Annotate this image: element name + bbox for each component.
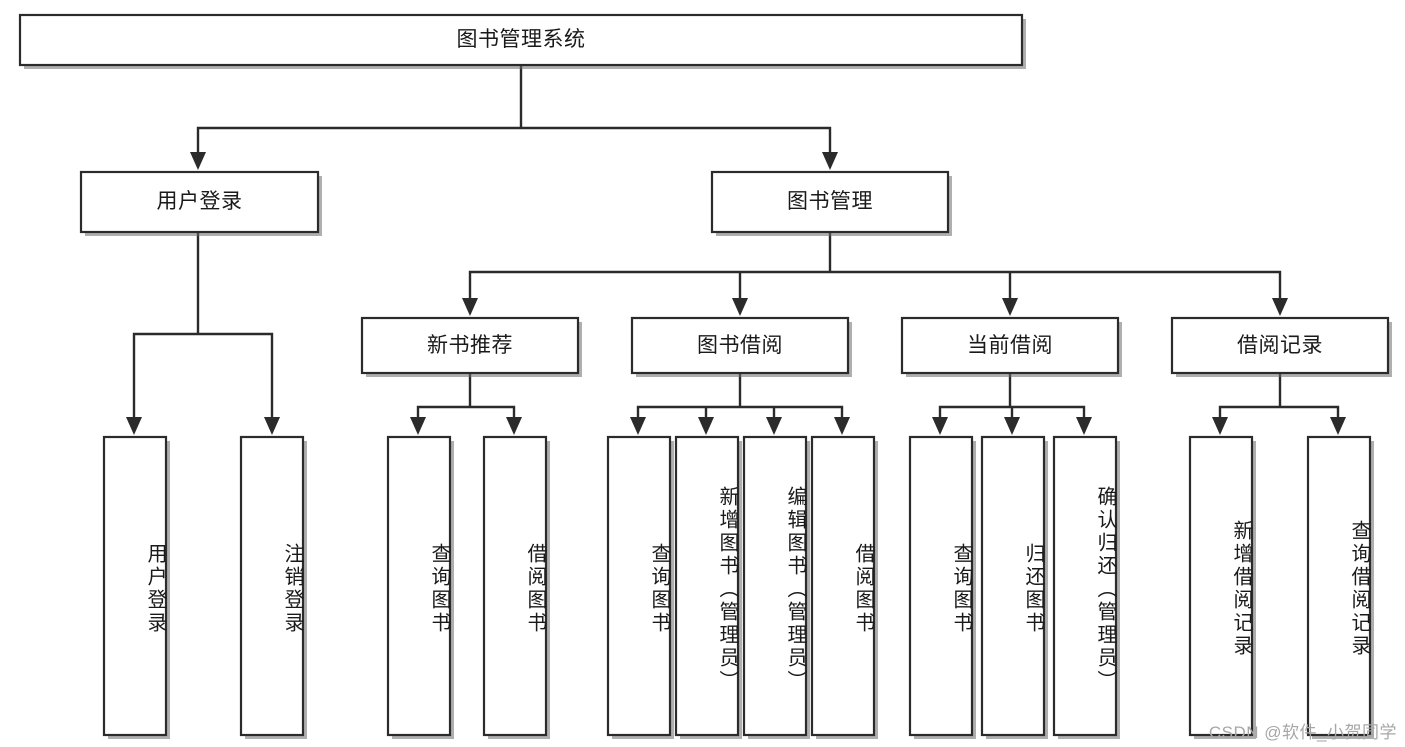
connector-arrow-icon — [1004, 417, 1020, 435]
connector-current-borrow-to-leaves — [938, 371, 1086, 420]
node-leaf-10[interactable] — [1052, 435, 1118, 737]
connector-arrow-icon — [462, 298, 478, 316]
connector-arrow-icon — [126, 417, 142, 435]
connector-arrow-icon — [630, 417, 646, 435]
connector-arrow-icon — [698, 417, 714, 435]
connector-arrow-icon — [1330, 417, 1346, 435]
connector-arrow-icon — [932, 417, 948, 435]
node-root[interactable] — [18, 13, 1024, 67]
node-leaf-3[interactable] — [482, 435, 548, 737]
node-level2-0[interactable] — [79, 170, 320, 234]
node-leaf-8[interactable] — [908, 435, 974, 737]
connector-arrow-icon — [410, 417, 426, 435]
connector-arrow-icon — [264, 417, 280, 435]
node-level2-1[interactable] — [710, 170, 950, 234]
connector-arrow-icon — [766, 417, 782, 435]
node-leaf-12[interactable] — [1306, 435, 1372, 737]
connector-book-management-to-level3 — [468, 230, 1282, 301]
node-leaf-7[interactable] — [810, 435, 876, 737]
csdn-watermark: CSDN @软件_小贺同学 — [1208, 723, 1397, 742]
boxes-layer — [18, 13, 1392, 739]
connector-arrow-icon — [1212, 417, 1228, 435]
node-level3-0[interactable] — [360, 316, 580, 375]
node-leaf-5[interactable] — [674, 435, 740, 737]
node-leaf-4[interactable] — [606, 435, 672, 737]
connector-arrow-icon — [822, 152, 838, 170]
connector-arrow-icon — [190, 152, 206, 170]
node-level3-3[interactable] — [1170, 316, 1390, 375]
node-leaf-6[interactable] — [742, 435, 808, 737]
node-leaf-2[interactable] — [386, 435, 452, 737]
connector-user-login-to-leaves — [132, 230, 274, 420]
connector-arrow-icon — [506, 417, 522, 435]
connector-new-book-to-leaves — [416, 371, 516, 420]
connectors-layer — [126, 63, 1346, 435]
connector-arrow-icon — [1002, 298, 1018, 316]
connector-arrow-icon — [834, 417, 850, 435]
node-leaf-1[interactable] — [239, 435, 305, 737]
connector-arrow-icon — [1272, 298, 1288, 316]
node-level3-1[interactable] — [630, 316, 850, 375]
node-leaf-11[interactable] — [1188, 435, 1254, 737]
node-leaf-9[interactable] — [980, 435, 1046, 737]
connector-arrow-icon — [732, 298, 748, 316]
connector-borrow-record-to-leaves — [1218, 371, 1340, 420]
connector-arrow-icon — [1076, 417, 1092, 435]
connector-root-to-level2 — [196, 63, 832, 155]
node-leaf-0[interactable] — [102, 435, 168, 737]
connector-book-borrow-to-leaves — [636, 371, 844, 420]
node-level3-2[interactable] — [900, 316, 1120, 375]
